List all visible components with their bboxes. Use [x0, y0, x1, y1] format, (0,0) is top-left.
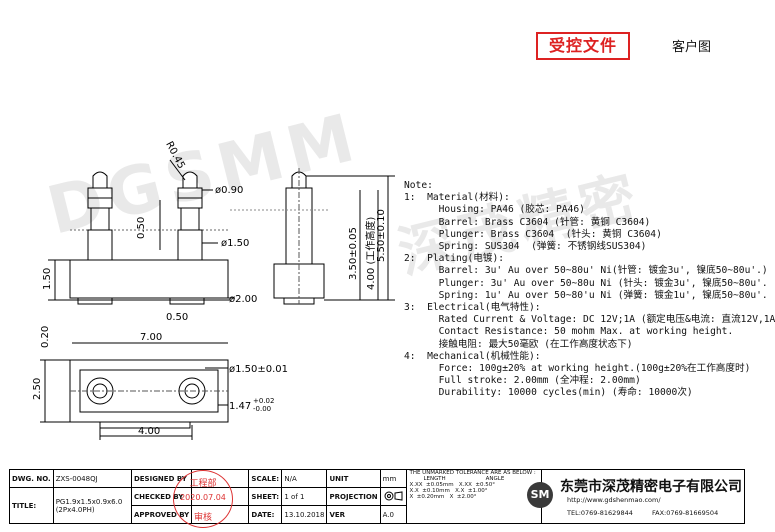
dim-housing-to-tip: 3.50±0.05 [348, 227, 359, 280]
projection-label: PROJECTION [326, 487, 381, 506]
company-website: http://www.gdshenmao.com/ [567, 496, 661, 504]
note-line: Rated Current & Voltage: DC 12V;1A (额定电压… [404, 314, 775, 326]
notes-title: Note: [404, 180, 433, 191]
note-line: 2: Plating(电镀): [404, 253, 505, 265]
dim-base-diameter: ø2.00 [229, 294, 257, 305]
dim-hole-offset: 1.47 [229, 401, 251, 412]
tolerance-row: X ±0.20mm X ±2.00° [409, 494, 477, 500]
date-label: DATE: [248, 505, 283, 524]
unit-label: UNIT [326, 469, 381, 488]
sheet-value: 1 of 1 [281, 487, 328, 506]
dim-step-height: 0.20 [40, 326, 51, 348]
company-fax: FAX:0769-81669504 [652, 509, 719, 517]
stamp-date: 2020.07.04 [180, 493, 226, 502]
tolerance-block: THE UNMARKED TOLERANCE ARE AS BELOW : LE… [406, 469, 543, 524]
unit-value: mm [379, 469, 408, 488]
note-line: Contact Resistance: 50 mohm Max. at work… [404, 326, 734, 338]
notes-block: Note:1: Material(材料): Housing: PA46 (胶芯:… [404, 180, 775, 400]
note-line: 接触电阻: 最大50毫欧 (在工作高度状态下) [404, 338, 633, 350]
tolerance-row: X.XX ±0.05mm X.XX ±0.50° [409, 482, 496, 488]
tolerance-row: X.X ±0.10mm X.X ±1.00° [409, 488, 488, 494]
approval-stamp: 工程部 2020.07.04 审核 [173, 470, 233, 528]
note-line: Barrel: 3u' Au over 50~80u' Ni(针管: 镀金3u'… [404, 265, 768, 277]
sheet-label: SHEET: [248, 487, 283, 506]
dim-pitch: 4.00 [138, 426, 160, 437]
dim-free-height: 5.50±0.10 [376, 209, 387, 262]
note-line: Barrel: Brass C3604 (针管: 黄铜 C3604) [404, 216, 651, 228]
dwg-no-label: DWG. NO. [9, 469, 54, 488]
company-logo: SM [527, 482, 553, 508]
note-line: Plunger: 3u' Au over 50~80u Ni (针头: 镀金3u… [404, 277, 768, 289]
controlled-document-stamp: 受控文件 [536, 32, 630, 60]
ver-value: A.0 [379, 505, 408, 524]
dim-hole-offset-upper: +0.02 [253, 397, 274, 405]
note-line: 1: Material(材料): [404, 192, 510, 204]
title-label: TITLE: [9, 487, 54, 524]
customer-drawing-label: 客户图 [672, 40, 712, 55]
dim-working-height: 4.00 (工作高度) [364, 217, 377, 290]
tolerance-title: THE UNMARKED TOLERANCE ARE AS BELOW : [409, 470, 536, 476]
title-block: DWG. NO. ZXS-0048QJ DESIGNED BY SCALE: N… [9, 469, 745, 526]
note-line: Spring: SUS304 (弹簧: 不锈钢线SUS304) [404, 241, 647, 253]
dwg-no-value: ZXS-0048QJ [52, 469, 132, 488]
dim-plunger-diameter: ø0.90 [215, 185, 243, 196]
ver-label: VER [326, 505, 381, 524]
stamp-review: 审核 [193, 513, 212, 523]
note-line: Durability: 10000 cycles(min) (寿命: 10000… [404, 387, 693, 399]
note-line: Housing: PA46 (胶芯: PA46) [404, 204, 585, 216]
stamp-department: 工程部 [189, 479, 217, 489]
note-line: Full stroke: 2.00mm (全冲程: 2.00mm) [404, 375, 641, 387]
note-line: 3: Electrical(电气特性): [404, 302, 541, 314]
note-line: Plunger: Brass C3604 (针头: 黄铜 C3604) [404, 228, 662, 240]
dim-total-width: 7.00 [140, 332, 162, 343]
note-line: Force: 100g±20% at working height.(100g±… [404, 363, 751, 375]
scale-label: SCALE: [248, 469, 283, 488]
note-line: Spring: 1u' Au over 50~80'u Ni (弹簧: 镀金1u… [404, 289, 768, 301]
company-name: 东莞市深茂精密电子有限公司 [560, 479, 742, 495]
dim-hole-diameter: ø1.50±0.01 [229, 364, 288, 375]
dim-plunger-height: 0.50 [136, 217, 147, 239]
date-value: 13.10.2018 [281, 505, 328, 524]
tolerance-length: LENGTH [423, 476, 446, 482]
scale-value: N/A [281, 469, 328, 488]
dim-bottom-height: 2.50 [32, 378, 43, 400]
dim-offset: 0.50 [166, 312, 188, 323]
projection-symbol [379, 487, 408, 506]
tolerance-angle: ANGLE [485, 476, 505, 482]
dim-housing-height: 1.50 [42, 268, 53, 290]
company-phone: TEL:0769-81629844 [567, 509, 633, 517]
dim-radius: R0.45 [163, 140, 186, 171]
dim-barrel-diameter: ø1.50 [221, 238, 249, 249]
title-value: PG1.9x1.5x0.9x6.0(2Px4.0PH) [52, 487, 132, 524]
company-cell [541, 469, 745, 524]
technical-drawing: R0.45 ø0.90 ø1.50 ø2.00 0.50 1.50 0.50 7… [32, 140, 395, 440]
note-line: 4: Mechanical(机械性能): [404, 350, 541, 362]
dim-hole-offset-lower: -0.00 [253, 405, 271, 413]
